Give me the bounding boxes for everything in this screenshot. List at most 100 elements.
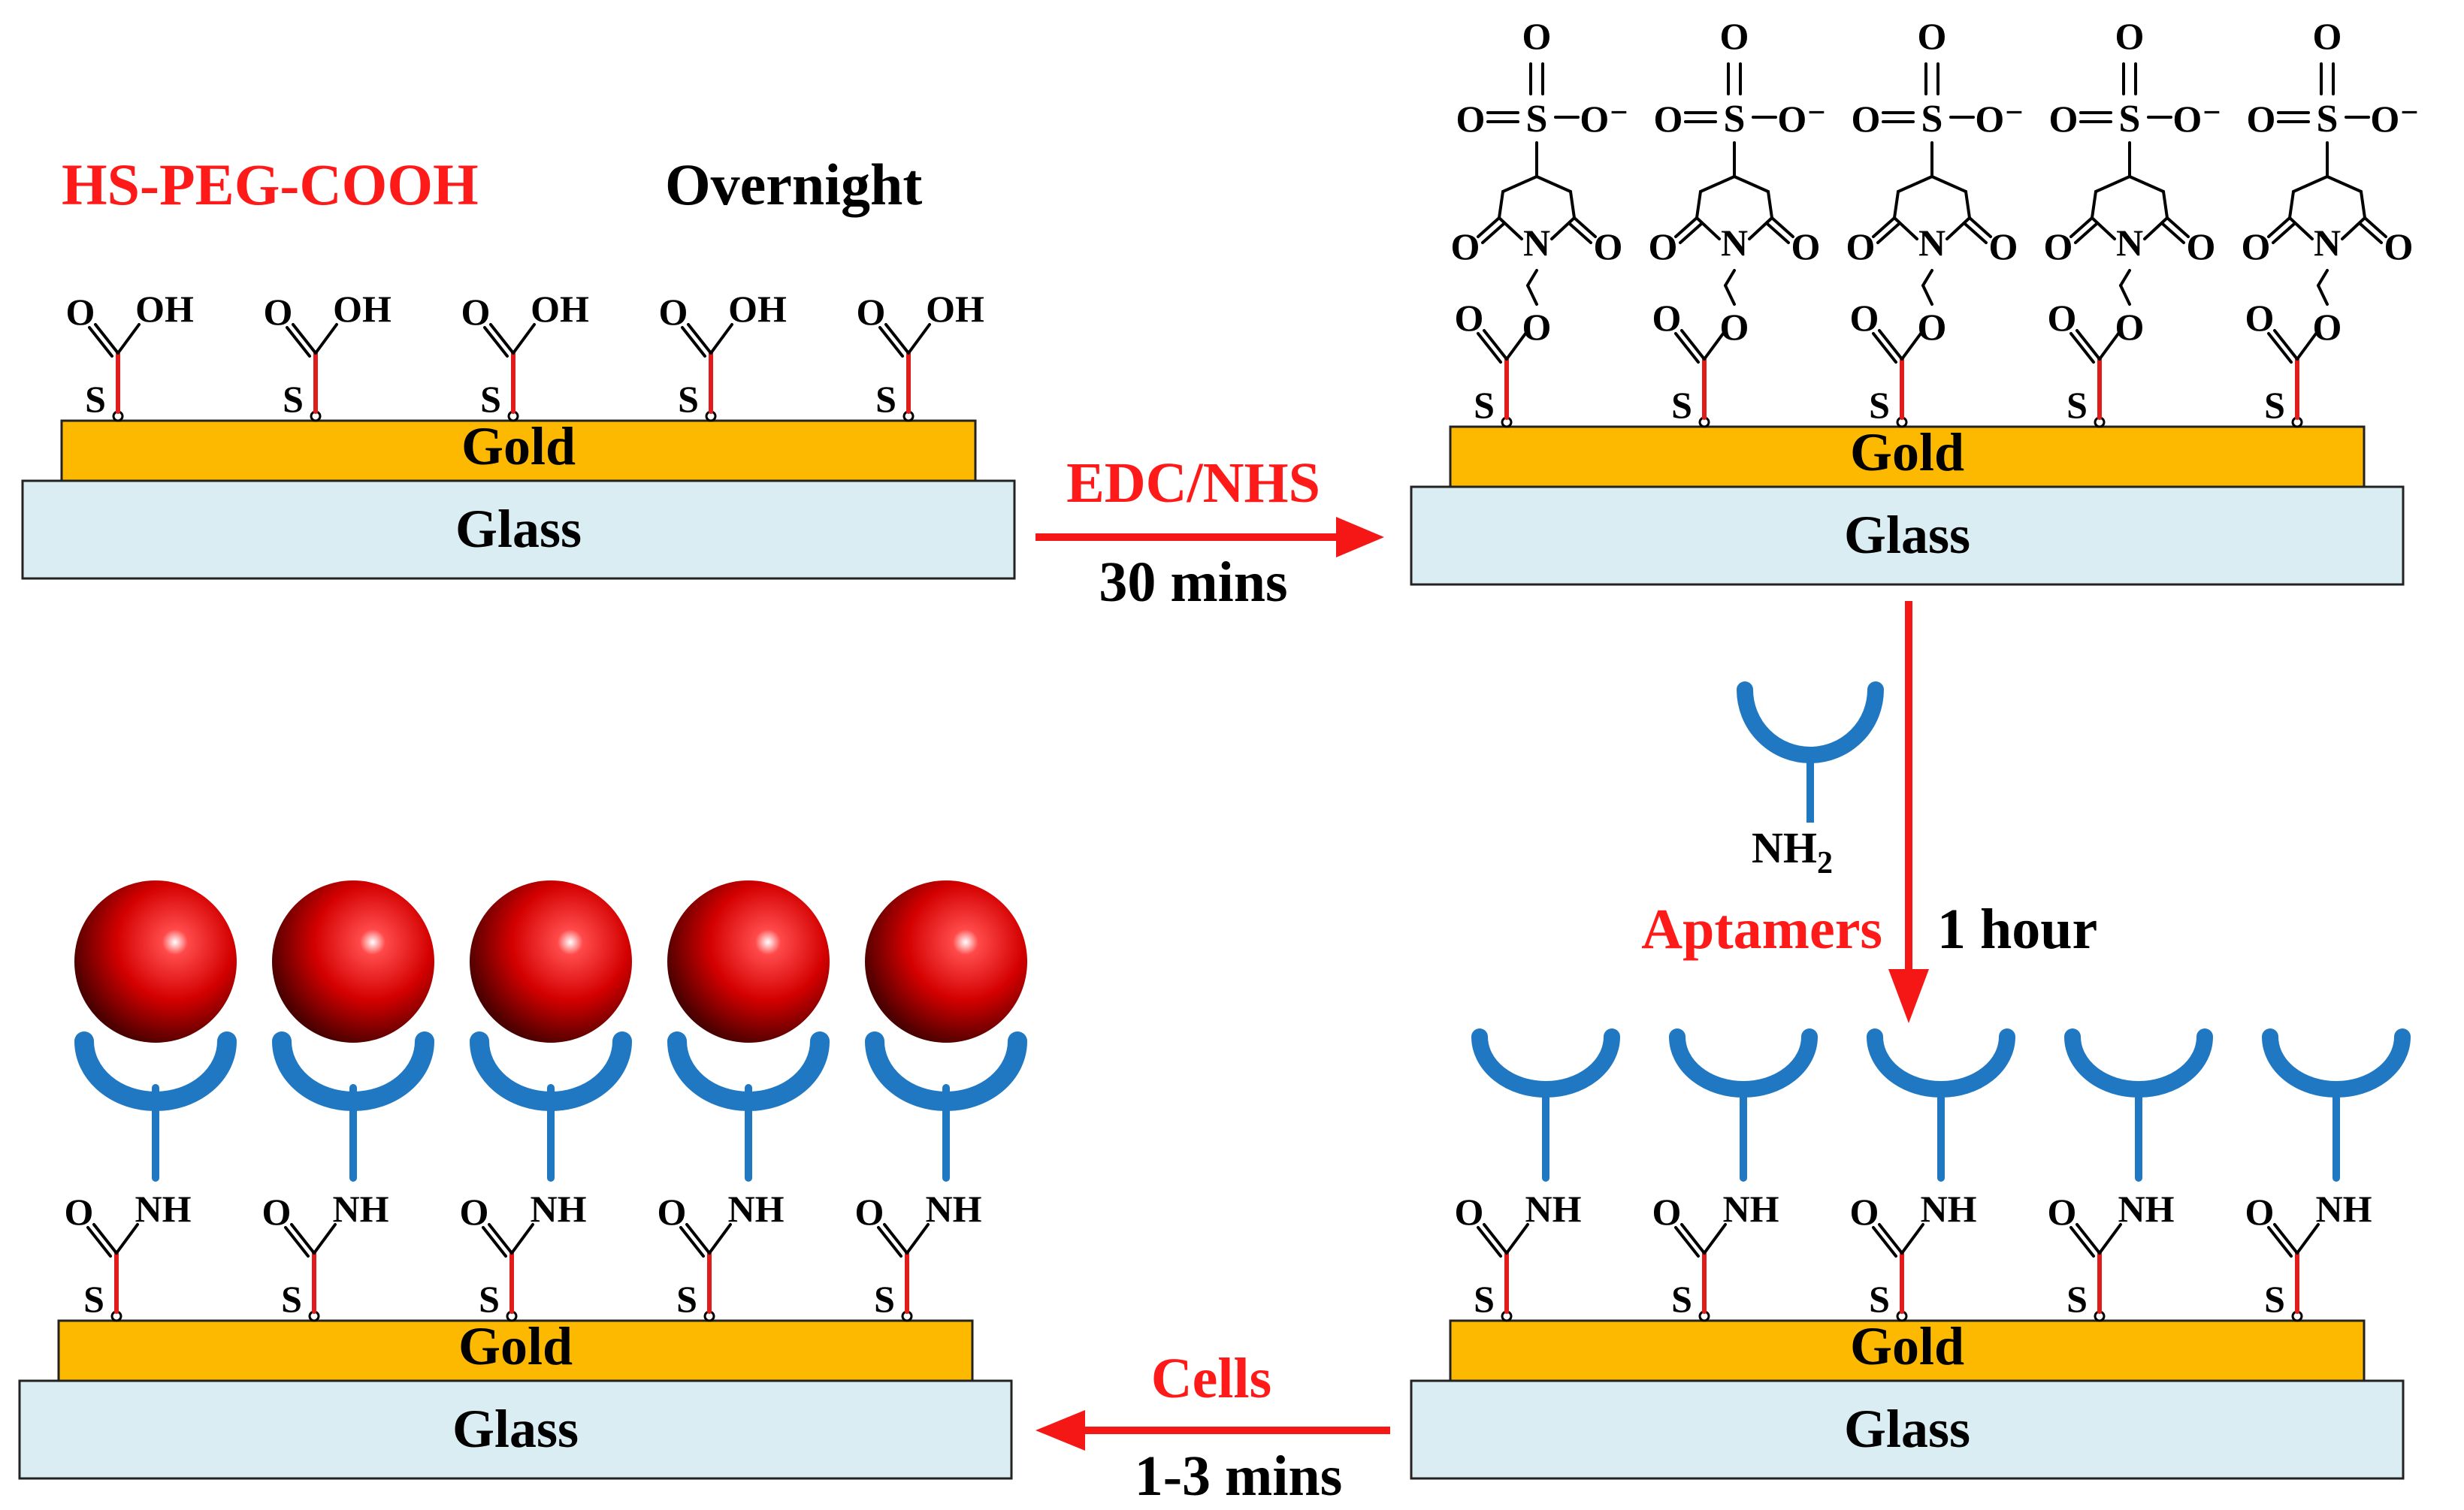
sulfur-atom: S <box>2264 384 2285 426</box>
carboxyl-molecule: S O OH <box>264 288 392 422</box>
sulfonate-sulfur-atom: S <box>2119 98 2141 140</box>
glass-layer <box>18 1379 1013 1480</box>
oxygen-atom: O <box>1522 15 1552 57</box>
activation-time-label: 30 mins <box>1099 551 1287 614</box>
sulfur-atom: S <box>874 1278 895 1320</box>
aptamer-icon <box>1471 1028 1620 1098</box>
amide-group: NH <box>728 1188 785 1230</box>
ester-oxygen-atom: O <box>2115 306 2145 348</box>
oxygen-atom: O <box>1456 98 1486 140</box>
sulfur-atom: S <box>676 1278 697 1320</box>
sulfur-atom: S <box>678 378 699 420</box>
oxygen-atom: O <box>2245 1191 2275 1233</box>
nitrogen-atom: N <box>2116 222 2143 264</box>
oxygen-atom: O <box>2048 297 2077 339</box>
arrow-right-icon <box>1035 517 1384 557</box>
cells-reagent-label: Cells <box>1151 1347 1271 1410</box>
oxygen-atom: O <box>1989 225 2018 267</box>
glass-layer <box>21 479 1016 580</box>
sulfur-atom: S <box>281 1278 302 1320</box>
sulfur-atom: S <box>83 1278 104 1320</box>
oxygen-atom: O <box>2247 98 2276 140</box>
sulfur-atom: S <box>2066 1278 2088 1320</box>
oxygen-atom: O <box>1850 1191 1879 1233</box>
sulfonate-sulfur-atom: S <box>1526 98 1548 140</box>
cell-sphere-icon <box>667 880 830 1043</box>
oxygen-atom: O <box>66 291 95 333</box>
amide-group: NH <box>333 1188 389 1230</box>
sulfur-atom: S <box>1671 1278 1692 1320</box>
aptamer-amine-label: NH2 <box>1752 823 1833 880</box>
gold-layer <box>1449 425 2366 488</box>
oxygen-atom: O <box>2242 225 2271 267</box>
oxygen-atom: O <box>460 1191 489 1233</box>
sulfur-atom: S <box>1474 384 1495 426</box>
amide-group: NH <box>531 1188 587 1230</box>
gold-label: Gold <box>1850 422 1964 482</box>
sulfonate-sulfur-atom: S <box>1724 98 1746 140</box>
oxygen-atom: O <box>262 1191 292 1233</box>
sulfur-atom: S <box>2066 384 2088 426</box>
oxygen-atom: O <box>2187 225 2216 267</box>
oxygen-atom: O <box>659 291 688 333</box>
oxygen-atom: O <box>1451 225 1480 267</box>
amide-group: NH <box>2118 1188 2175 1230</box>
aptamer-time-label: 1 hour <box>1937 898 2097 961</box>
ester-oxygen-atom: O <box>1918 306 1947 348</box>
sulfur-atom: S <box>283 378 304 420</box>
oxygen-atom: O <box>1455 1191 1484 1233</box>
glass-label: Glass <box>1844 1399 1970 1459</box>
amide-group: NH <box>135 1188 192 1230</box>
oxygen-atom: O <box>2384 225 2414 267</box>
oxygen-atom: O <box>1649 225 1678 267</box>
oxygen-atom: O <box>1850 297 1879 339</box>
sulfur-atom: S <box>1671 384 1692 426</box>
oxygen-atom: O <box>1791 225 1821 267</box>
oxygen-atom: O <box>855 1191 884 1233</box>
aptamer-icon <box>1737 681 1884 823</box>
sulfur-atom: S <box>480 378 501 420</box>
oxygen-atom: O <box>2313 15 2342 57</box>
oxygen-atom: O <box>1455 297 1484 339</box>
oxygen-atom: O <box>1918 15 1947 57</box>
amide-group: NH <box>926 1188 982 1230</box>
oxygen-atom: O <box>264 291 293 333</box>
glass-label: Glass <box>455 499 582 559</box>
aptamer-icon <box>272 1031 434 1111</box>
sulfur-atom: S <box>479 1278 500 1320</box>
sulfur-atom: S <box>1869 384 1890 426</box>
nitrogen-atom: N <box>1721 222 1748 264</box>
oxide-anion-atom: O⁻ <box>2370 98 2419 140</box>
oxygen-atom: O <box>1654 98 1683 140</box>
carboxyl-molecule: S O OH <box>461 288 589 422</box>
gold-label: Gold <box>461 416 576 476</box>
hydroxyl-group: OH <box>333 288 392 330</box>
hydroxyl-group: OH <box>926 288 984 330</box>
sulfur-atom: S <box>1869 1278 1890 1320</box>
oxygen-atom: O <box>461 291 491 333</box>
gold-label: Gold <box>1850 1316 1964 1376</box>
oxide-anion-atom: O⁻ <box>1580 98 1628 140</box>
oxide-anion-atom: O⁻ <box>1975 98 2024 140</box>
glass-layer <box>1410 485 2405 586</box>
hydroxyl-group: OH <box>531 288 589 330</box>
aptamer-icon <box>1867 1028 2015 1098</box>
oxygen-atom: O <box>2048 1191 2077 1233</box>
cell-sphere-icon <box>470 880 632 1043</box>
amide-group: NH <box>1525 1188 1582 1230</box>
aptamer-molecule: S O NH <box>2048 1028 2213 1322</box>
sulfur-atom: S <box>85 378 106 420</box>
cell-sphere-icon <box>865 880 1027 1043</box>
aptamer-icon <box>865 1031 1027 1111</box>
gold-layer <box>60 419 977 482</box>
sulfonate-sulfur-atom: S <box>2317 98 2339 140</box>
gold-label: Gold <box>458 1316 573 1376</box>
captured-cell-molecule: S O NH <box>460 880 632 1322</box>
